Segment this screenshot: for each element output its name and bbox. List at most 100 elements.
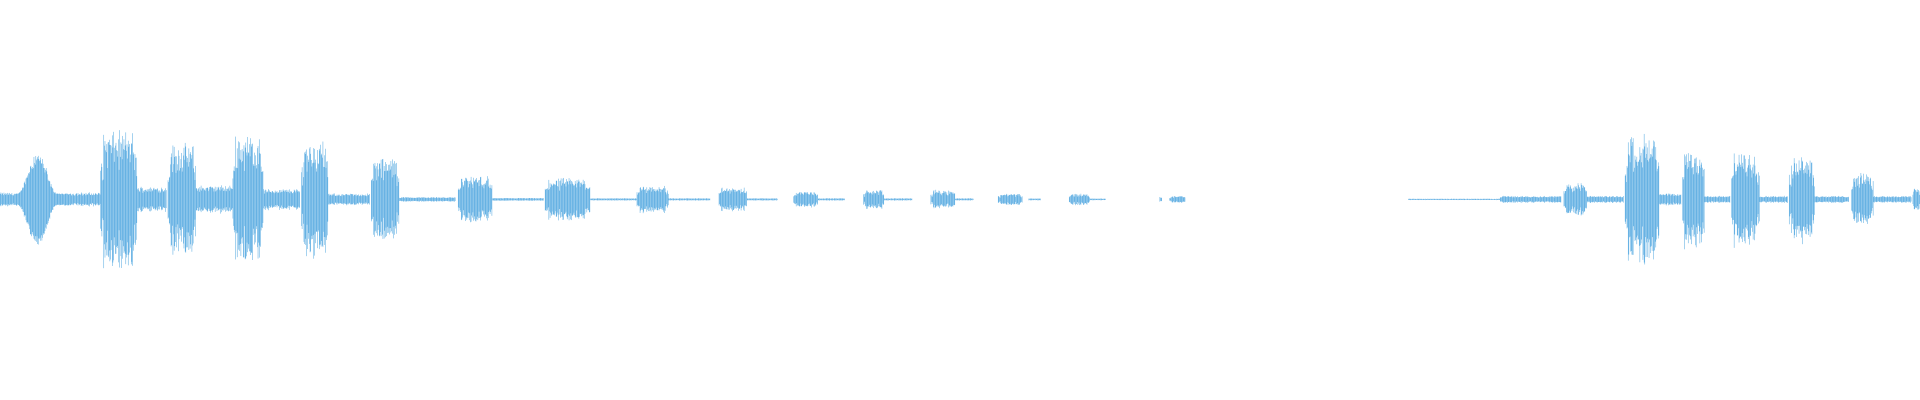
- waveform-bar: [2, 193, 3, 206]
- waveform-bar: [565, 186, 567, 212]
- waveform-bar: [668, 198, 670, 201]
- waveform-bar: [326, 161, 327, 241]
- waveform-bar: [822, 198, 823, 201]
- waveform-bar: [652, 189, 654, 208]
- waveform-bar: [1542, 196, 1544, 202]
- waveform-bar: [142, 192, 144, 207]
- waveform-bar: [1813, 177, 1815, 224]
- waveform-bar: [86, 194, 87, 205]
- waveform-bar: [1430, 198, 1432, 201]
- waveform-bar: [211, 187, 212, 211]
- waveform-bar: [946, 192, 948, 207]
- waveform-bar: [458, 188, 460, 212]
- waveform-bar: [1696, 172, 1698, 228]
- waveform-bar: [931, 196, 932, 202]
- waveform-bar: [826, 198, 828, 201]
- waveform-bar: [85, 195, 86, 204]
- waveform-bar: [421, 197, 423, 201]
- waveform-bar: [206, 187, 207, 211]
- waveform-bar: [1783, 197, 1785, 202]
- waveform-bar: [1861, 175, 1862, 223]
- waveform-bar: [606, 198, 608, 201]
- waveform-bar: [97, 192, 99, 206]
- waveform-bar: [560, 180, 561, 218]
- waveform-bar: [1872, 190, 1873, 209]
- waveform-bar: [1741, 154, 1742, 239]
- waveform-bar: [1535, 196, 1537, 202]
- waveform-bar: [1038, 198, 1039, 201]
- waveform-bar: [391, 166, 392, 232]
- waveform-bar: [1684, 156, 1686, 240]
- waveform-bar: [268, 190, 270, 208]
- waveform-bar: [398, 178, 400, 224]
- waveform-bar: [15, 193, 17, 206]
- waveform-bar: [552, 185, 553, 212]
- waveform-bar: [396, 162, 397, 234]
- waveform-bar: [1536, 197, 1538, 202]
- waveform-bar: [150, 187, 151, 212]
- waveform-bar: [1768, 196, 1769, 203]
- waveform-bar: [221, 185, 222, 213]
- waveform-bar: [582, 179, 584, 219]
- waveform-bar: [738, 189, 739, 211]
- waveform-bar: [1793, 158, 1795, 239]
- waveform-bar: [70, 193, 71, 206]
- waveform-bar: [578, 179, 580, 219]
- waveform-bar: [1181, 196, 1183, 203]
- waveform-bar: [1005, 195, 1006, 204]
- waveform-bar: [303, 162, 305, 242]
- waveform-bar: [772, 198, 774, 201]
- waveform-bar: [470, 176, 472, 222]
- waveform-bar: [399, 198, 401, 201]
- waveform-bar: [935, 189, 937, 208]
- waveform-bar: [758, 198, 760, 201]
- waveform-bar: [560, 178, 562, 217]
- waveform-bar: [1897, 197, 1898, 202]
- waveform-bar: [1595, 196, 1597, 202]
- waveform-bar: [843, 198, 845, 201]
- waveform-bar: [1029, 198, 1030, 201]
- waveform-bar: [344, 195, 346, 204]
- waveform-bar: [1779, 196, 1780, 203]
- waveform-bar: [1615, 197, 1616, 202]
- waveform-bar: [743, 187, 745, 211]
- waveform-bar: [225, 186, 226, 212]
- waveform-bar: [1703, 168, 1705, 233]
- waveform-bar: [20, 191, 21, 208]
- waveform-bar: [1751, 170, 1752, 228]
- waveform-bar: [603, 198, 604, 201]
- waveform-bar: [1891, 196, 1892, 202]
- waveform-bar: [546, 188, 547, 211]
- waveform-bar: [811, 192, 812, 208]
- waveform-bar: [1718, 196, 1720, 203]
- waveform-bar: [113, 161, 115, 238]
- waveform-bar: [1665, 194, 1666, 204]
- waveform-bar: [1841, 196, 1842, 203]
- waveform-bar: [833, 198, 834, 201]
- waveform-bar: [1705, 196, 1707, 202]
- waveform-bar: [1466, 198, 1467, 200]
- waveform-bar: [223, 190, 225, 209]
- waveform-bar: [1553, 197, 1554, 202]
- waveform-bar: [1644, 146, 1646, 265]
- waveform-bar: [468, 181, 470, 221]
- waveform-bar: [838, 198, 839, 201]
- waveform-bar: [832, 198, 833, 201]
- waveform-bar: [352, 194, 354, 205]
- waveform-bar: [459, 189, 460, 209]
- waveform-bar: [1683, 177, 1685, 221]
- waveform-bar: [446, 197, 448, 201]
- waveform-bar: [519, 198, 520, 201]
- waveform-bar: [151, 191, 153, 207]
- waveform-bar: [1073, 194, 1075, 204]
- waveform-bar: [1804, 168, 1805, 231]
- waveform-bar: [1515, 197, 1517, 202]
- waveform-bar: [486, 180, 487, 219]
- waveform-bar: [551, 183, 552, 216]
- waveform-bar: [958, 198, 959, 201]
- waveform-bar: [1511, 195, 1513, 203]
- waveform-bar: [91, 194, 93, 204]
- waveform-bar: [1833, 196, 1834, 203]
